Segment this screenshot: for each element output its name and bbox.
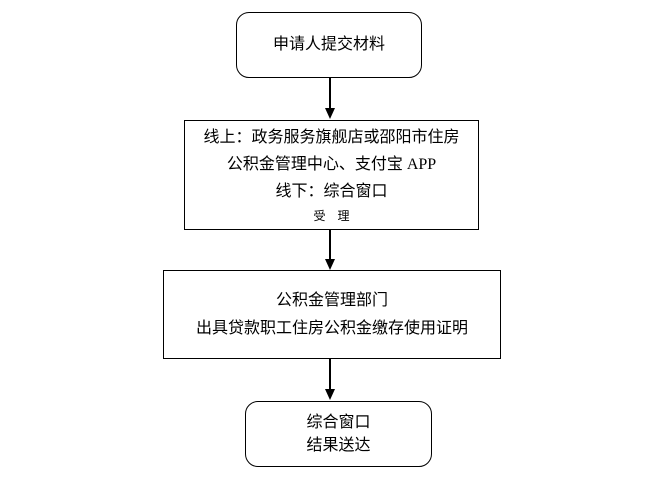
arrow-shaft — [329, 78, 331, 108]
flow-node-result-delivery: 综合窗口 结果送达 — [245, 401, 432, 467]
connector-arrow-down-3 — [324, 359, 336, 400]
connector-arrow-down-2 — [324, 230, 336, 270]
node-label-line-2: 出具贷款职工住房公积金缴存使用证明 — [195, 319, 468, 337]
arrow-shaft — [329, 359, 331, 389]
arrow-shaft — [329, 230, 331, 259]
node-label-line-3: 线下：综合窗口 — [275, 182, 388, 200]
node-label-line-1: 线上：政务服务旗舰店或邵阳市住房 — [203, 128, 460, 146]
connector-arrow-down-1 — [324, 78, 336, 119]
node-label-line-2: 结果送达 — [306, 437, 371, 454]
node-label: 申请人提交材料 — [272, 36, 385, 53]
node-sublabel-accept: 受 理 — [313, 208, 350, 223]
flow-node-acceptance-channels: 线上：政务服务旗舰店或邵阳市住房 公积金管理中心、支付宝 APP 线下：综合窗口… — [184, 120, 479, 230]
node-label-line-1: 综合窗口 — [306, 414, 371, 431]
arrow-head-icon — [325, 259, 335, 270]
arrow-head-icon — [325, 108, 335, 119]
flow-node-fund-department-certificate: 公积金管理部门 出具贷款职工住房公积金缴存使用证明 — [163, 270, 501, 359]
arrow-head-icon — [325, 389, 335, 400]
flow-node-applicant-submit: 申请人提交材料 — [236, 12, 422, 78]
node-label-line-1: 公积金管理部门 — [275, 291, 388, 309]
node-label-line-2: 公积金管理中心、支付宝 APP — [226, 155, 437, 173]
